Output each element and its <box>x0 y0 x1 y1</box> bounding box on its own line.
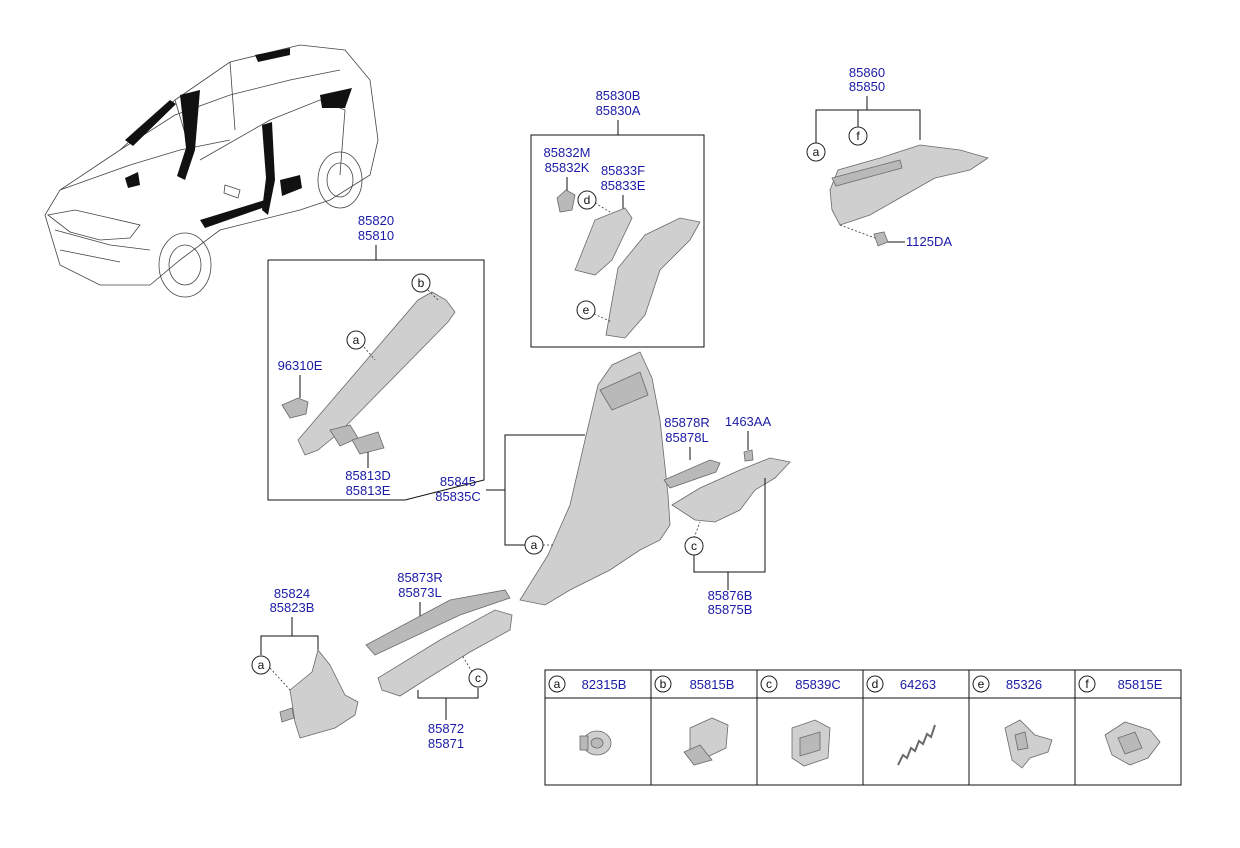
b-pillar-upper-trim <box>605 217 701 339</box>
label-85823B: 85823B <box>270 600 315 615</box>
rear-quarter-group: 85860 85850 1125DA a f <box>806 65 989 249</box>
label-85833E: 85833E <box>601 178 646 193</box>
part-85832M <box>556 189 576 213</box>
svg-text:b: b <box>660 677 667 691</box>
svg-text:b: b <box>418 276 425 290</box>
label-96310E: 96310E <box>278 358 323 373</box>
legend-letter-d <box>866 675 884 693</box>
legend-letter-b <box>654 675 672 693</box>
b-pillar-lower-trim <box>519 351 671 606</box>
b-pillar-lower-group: 85845 85835C a <box>435 351 671 606</box>
fastener-legend-table: a 82315B b 85815B c 85839C d 64263 <box>544 669 1182 786</box>
part-85833F <box>574 207 633 276</box>
legend-part-a: 82315B <box>582 677 627 692</box>
callout-f <box>848 126 868 146</box>
svg-text:c: c <box>475 671 481 685</box>
front-kick-trim <box>289 649 359 739</box>
label-85820: 85820 <box>358 213 394 228</box>
label-85832K: 85832K <box>545 160 590 175</box>
label-85813E: 85813E <box>346 483 391 498</box>
callout-c <box>684 536 704 556</box>
label-85813D: 85813D <box>345 468 391 483</box>
svg-text:e: e <box>583 303 590 317</box>
front-scuff-group: 85873R 85873L 85872 85871 c <box>365 570 513 751</box>
legend-letter-c <box>760 675 778 693</box>
legend-letter-f <box>1078 675 1096 693</box>
label-1463AA: 1463AA <box>725 414 772 429</box>
label-85873L: 85873L <box>398 585 441 600</box>
rear-scuff-trim <box>671 457 791 523</box>
spring-64263-icon <box>897 724 936 766</box>
a-pillar-group: 85820 85810 96310E 85813D 85813E a b <box>267 213 485 501</box>
legend-part-d: 64263 <box>900 677 936 692</box>
label-85878R: 85878R <box>664 415 710 430</box>
svg-text:c: c <box>691 539 697 553</box>
label-85845: 85845 <box>440 474 476 489</box>
a-pillar-trim <box>297 291 456 456</box>
legend-letter-a <box>548 675 566 693</box>
label-85876B: 85876B <box>708 588 753 603</box>
label-1125DA: 1125DA <box>906 234 952 249</box>
callout-d <box>577 190 597 210</box>
svg-text:d: d <box>872 677 879 691</box>
label-85873R: 85873R <box>397 570 443 585</box>
clip-85839C-icon <box>791 719 831 767</box>
rear-scuff-group: 85878R 85878L 1463AA 85876B 85875B c <box>663 414 791 617</box>
vehicle-overview <box>44 44 379 298</box>
bolt-1125DA <box>873 231 889 247</box>
label-85830A: 85830A <box>596 103 641 118</box>
front-scuff-plate <box>365 589 511 656</box>
clip-85326-icon <box>1004 719 1053 769</box>
clip-96310E <box>281 397 309 419</box>
callout-a <box>806 142 826 162</box>
label-85810: 85810 <box>358 228 394 243</box>
clip-82315B-icon <box>579 730 612 756</box>
a-pillar-bracket <box>351 431 385 455</box>
front-scuff-trim <box>377 609 513 697</box>
part-85878R <box>663 459 721 489</box>
svg-text:a: a <box>258 658 265 672</box>
front-kick-group: 85824 85823B a <box>251 586 359 739</box>
svg-text:f: f <box>1085 677 1089 691</box>
svg-text:e: e <box>978 677 985 691</box>
label-85835C: 85835C <box>435 489 481 504</box>
clip-85815B-icon <box>683 717 729 766</box>
callout-a <box>346 330 366 350</box>
label-85872: 85872 <box>428 721 464 736</box>
svg-text:a: a <box>554 677 561 691</box>
label-85871: 85871 <box>428 736 464 751</box>
b-pillar-upper-group: 85830B 85830A 85832M 85832K 85833F 85833… <box>530 88 705 348</box>
callout-c <box>468 668 488 688</box>
label-85860: 85860 <box>849 65 885 80</box>
label-85833F: 85833F <box>601 163 645 178</box>
callout-a <box>251 655 271 675</box>
clip-85815E-icon <box>1104 721 1161 766</box>
label-85850: 85850 <box>849 79 885 94</box>
rear-quarter-trim <box>829 144 989 226</box>
legend-letter-e <box>972 675 990 693</box>
callout-b <box>411 273 431 293</box>
label-85832M: 85832M <box>544 145 591 160</box>
svg-text:a: a <box>531 538 538 552</box>
svg-text:c: c <box>766 677 772 691</box>
svg-text:a: a <box>813 145 820 159</box>
callout-e <box>576 300 596 320</box>
legend-part-c: 85839C <box>795 677 841 692</box>
label-85875B: 85875B <box>708 602 753 617</box>
svg-text:a: a <box>353 333 360 347</box>
legend-part-b: 85815B <box>690 677 735 692</box>
label-85830B: 85830B <box>596 88 641 103</box>
svg-text:f: f <box>856 129 860 143</box>
clip-1463AA <box>743 449 754 462</box>
label-85824: 85824 <box>274 586 310 601</box>
label-85878L: 85878L <box>665 430 708 445</box>
legend-part-f: 85815E <box>1118 677 1163 692</box>
legend-part-e: 85326 <box>1006 677 1042 692</box>
callout-a <box>524 535 544 555</box>
svg-text:d: d <box>584 193 591 207</box>
